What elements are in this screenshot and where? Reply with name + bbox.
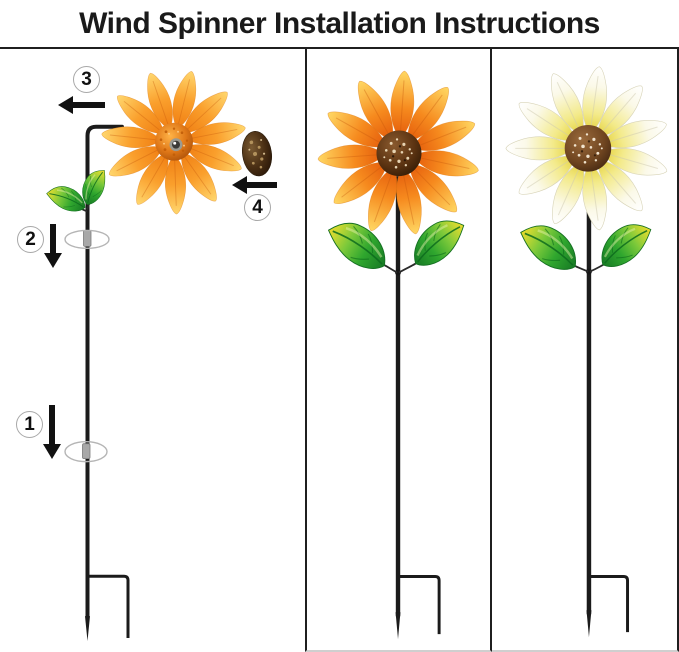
hammered-speckles: [383, 138, 413, 169]
step-number: 1: [24, 413, 35, 435]
step-badge-3: 3: [73, 66, 100, 93]
pole-connector-ring-upper: [64, 229, 110, 250]
down-arrow-icon: [43, 405, 61, 459]
step-number: 4: [252, 196, 263, 218]
orange-sunflower-head: [316, 69, 482, 237]
stake-pole-with-hook: [85, 124, 130, 642]
stake-pole: [585, 171, 630, 638]
leaf-pair-parts: [42, 164, 113, 217]
panel-installation-steps: 3 4 2 1: [0, 49, 305, 652]
flower-head-part: [100, 68, 248, 215]
leaf-pair: [319, 208, 473, 279]
orange-sunflower-graphic: [316, 69, 482, 640]
step-number: 3: [81, 68, 92, 90]
pole-connector-ring-lower: [64, 440, 108, 463]
step-number: 2: [25, 228, 36, 250]
page-title: Wind Spinner Installation Instructions: [79, 6, 600, 40]
panels-row: 3 4 2 1: [0, 47, 679, 652]
left-arrow-icon: [232, 176, 277, 194]
white-daisy-graphic: [505, 64, 671, 638]
installation-diagram: [42, 68, 272, 642]
white-daisy-head: [505, 64, 671, 233]
step-badge-2: 2: [17, 226, 44, 253]
leaf-pair: [512, 213, 660, 280]
hammered-speckles: [572, 133, 603, 164]
step-badge-4: 4: [244, 194, 271, 221]
step-badge-1: 1: [16, 411, 43, 438]
left-arrow-icon: [58, 96, 105, 114]
panel-orange-sunflower: [305, 49, 492, 652]
center-cap-part: [242, 131, 272, 177]
stake-pole: [395, 176, 441, 640]
panel-white-daisy: [492, 49, 679, 652]
down-arrow-icon: [44, 224, 62, 268]
